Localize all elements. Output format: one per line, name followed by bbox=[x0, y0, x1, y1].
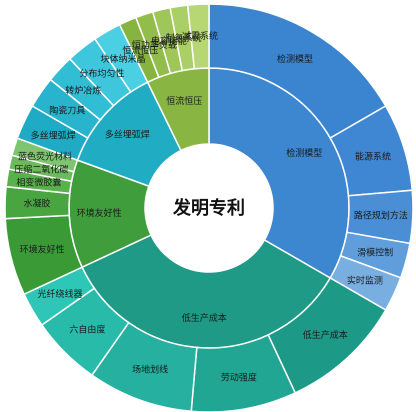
outer-label-11: 水凝胶 bbox=[24, 197, 51, 209]
inner-label-0: 检测模型 bbox=[286, 147, 322, 159]
outer-label-22: 电容储能 bbox=[151, 35, 187, 47]
outer-label-10: 环境友好性 bbox=[20, 244, 65, 256]
segment-labels: 检测模型低生产成本环境友好性多丝埋弧焊恒流恒压检测模型能源系统路径规划方法滑模控… bbox=[14, 30, 407, 383]
outer-label-20: 恒流恒压 bbox=[122, 44, 158, 56]
outer-label-18: 分布均匀性 bbox=[79, 67, 124, 79]
outer-label-13: 压缩二氧化碳 bbox=[14, 163, 68, 175]
outer-label-4: 实时监测 bbox=[347, 275, 383, 287]
inner-ring bbox=[68, 67, 350, 349]
outer-segment-24[interactable] bbox=[186, 3, 210, 70]
outer-label-7: 场地划线 bbox=[132, 364, 168, 376]
outer-label-8: 六自由度 bbox=[69, 324, 105, 336]
outer-label-6: 劳动强度 bbox=[221, 371, 257, 383]
outer-label-17: 转炉冶炼 bbox=[65, 85, 101, 97]
inner-label-2: 环境友好性 bbox=[77, 207, 122, 219]
outer-label-15: 多丝埋弧焊 bbox=[31, 129, 76, 141]
outer-label-12: 相变微胶囊 bbox=[16, 177, 61, 189]
outer-label-19: 块体纳米晶 bbox=[100, 53, 145, 65]
outer-label-21: 恒功率负载 bbox=[132, 39, 177, 51]
inner-label-3: 多丝埋弧焊 bbox=[105, 128, 150, 140]
outer-label-16: 陶瓷刀具 bbox=[49, 105, 85, 117]
outer-label-0: 检测模型 bbox=[277, 53, 313, 65]
outer-label-1: 能源系统 bbox=[355, 150, 391, 162]
inner-label-1: 低生产成本 bbox=[182, 312, 227, 324]
center-hole bbox=[145, 144, 273, 272]
outer-label-9: 光纤绕线器 bbox=[38, 288, 83, 300]
outer-label-3: 滑模控制 bbox=[357, 247, 393, 259]
outer-ring bbox=[4, 3, 414, 412]
outer-label-14: 蓝色荧光材料 bbox=[18, 150, 72, 162]
outer-label-23: 制氢系统 bbox=[166, 32, 202, 44]
inner-label-4: 恒流恒压 bbox=[166, 95, 202, 107]
outer-label-2: 路径规划方法 bbox=[354, 210, 408, 222]
outer-label-5: 低生产成本 bbox=[303, 329, 348, 341]
outer-label-24: 减震系统 bbox=[182, 30, 218, 42]
chart-title: 发明专利 bbox=[172, 197, 245, 219]
